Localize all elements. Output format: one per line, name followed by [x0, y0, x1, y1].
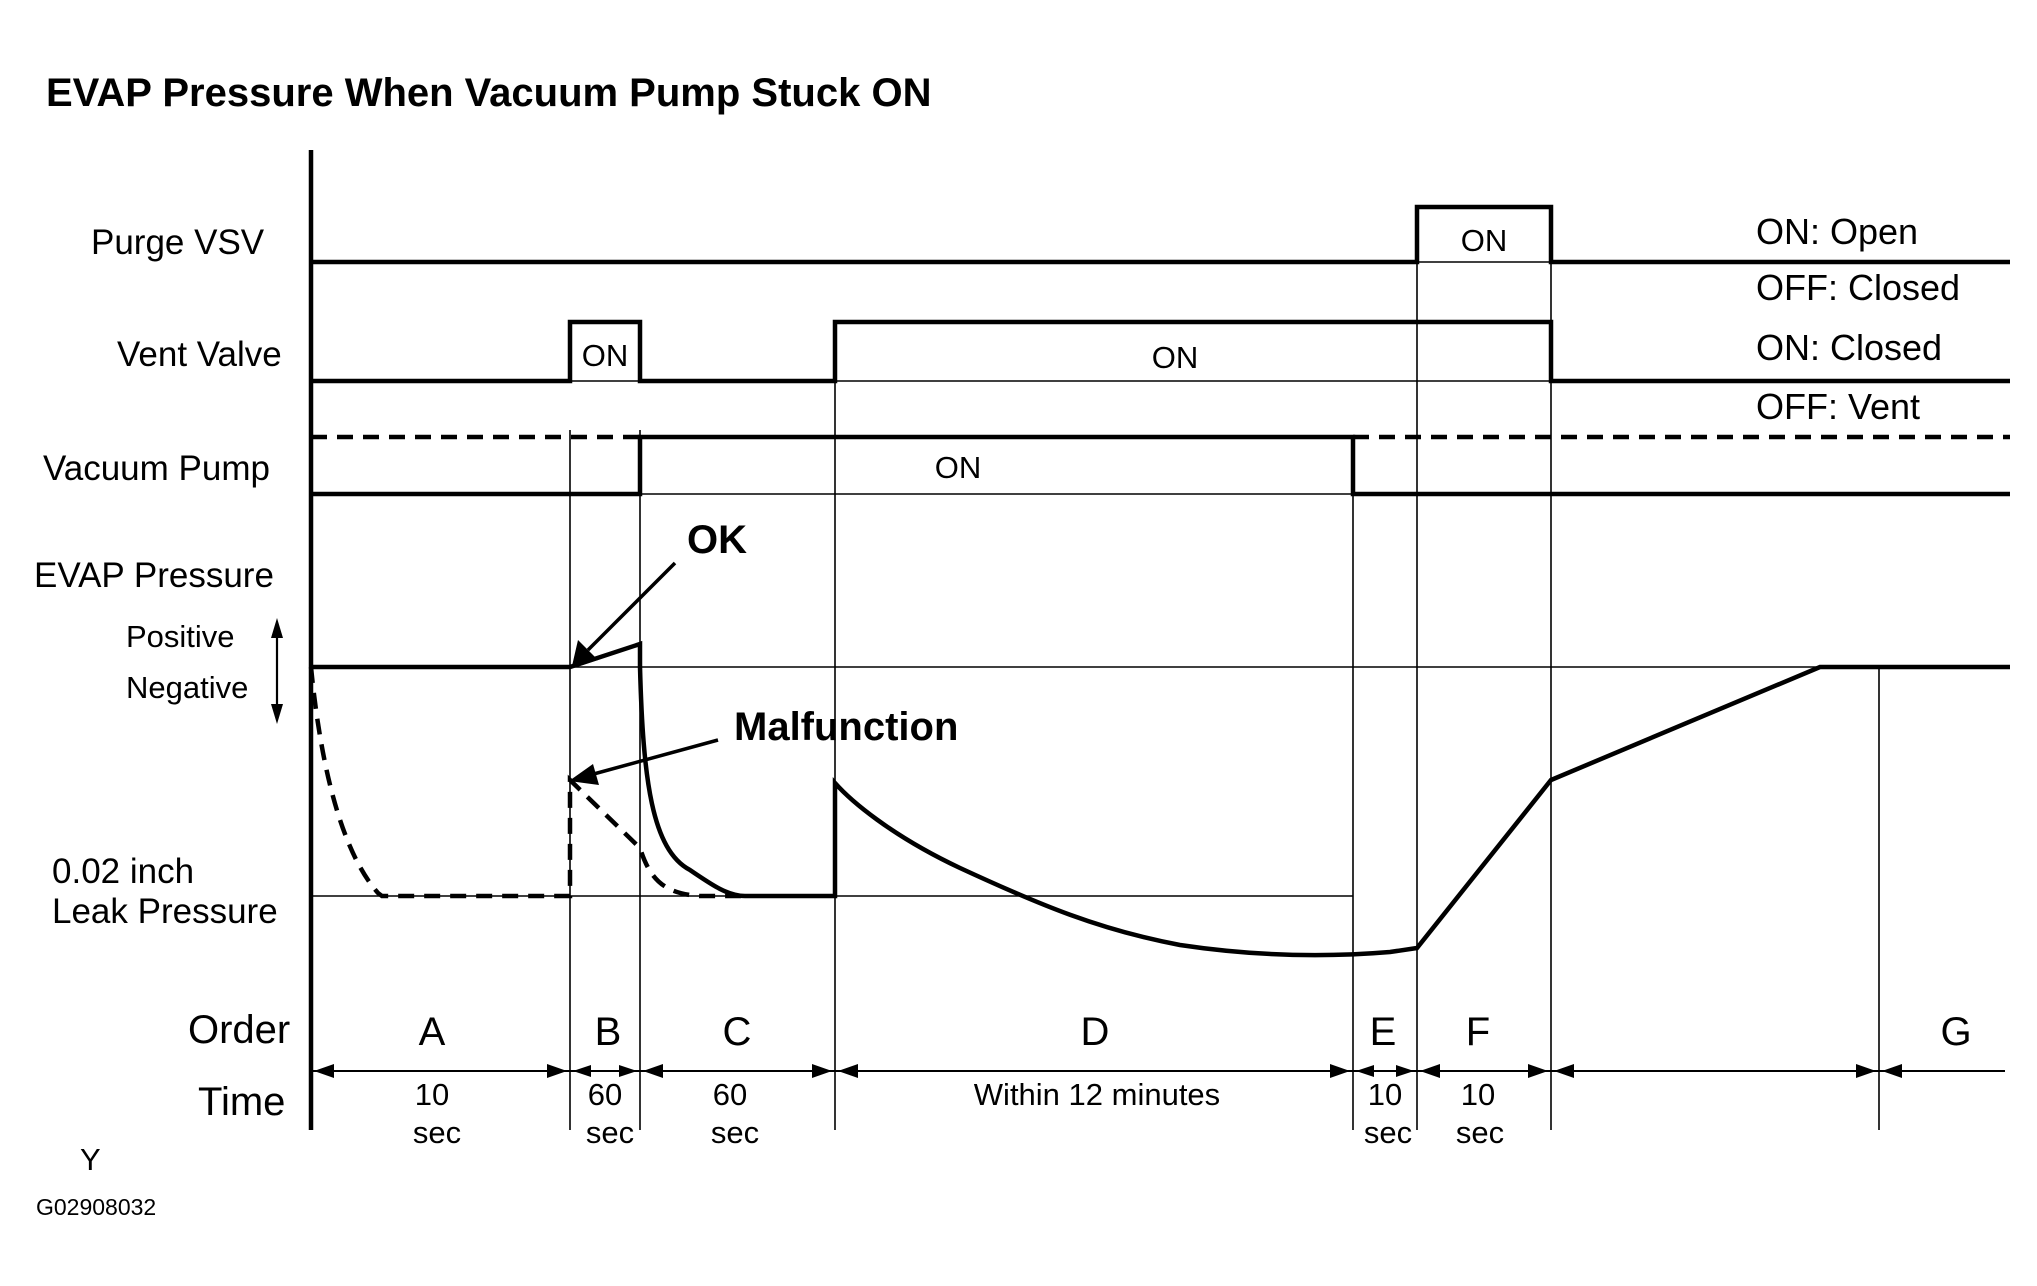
- vent-valve-on-d: ON: [1152, 340, 1199, 375]
- phase-E: E: [1370, 1010, 1397, 1054]
- purge-vsv-on: ON: [1461, 223, 1508, 258]
- duration-C-value: 60: [713, 1077, 747, 1112]
- evap-pressure-trace: [311, 640, 2010, 958]
- positive-negative-arrow-icon: [271, 618, 283, 724]
- duration-F-unit: sec: [1456, 1115, 1504, 1150]
- figure-code: G02908032: [36, 1194, 156, 1220]
- purge-vsv-signal: [311, 204, 2010, 265]
- phase-B: B: [595, 1010, 622, 1054]
- purge-vsv-label: Purge VSV: [91, 223, 265, 262]
- duration-B-value: 60: [588, 1077, 622, 1112]
- vent-legend-off: OFF: Vent: [1756, 386, 1920, 427]
- vent-valve-label: Vent Valve: [117, 335, 282, 374]
- footer-mark: Y: [80, 1142, 101, 1177]
- phase-A: A: [419, 1010, 446, 1054]
- vent-legend-on: ON: Closed: [1756, 327, 1942, 368]
- duration-E-value: 10: [1368, 1077, 1402, 1112]
- malfunction-callout: Malfunction: [734, 705, 958, 749]
- phase-F: F: [1466, 1010, 1490, 1054]
- purge-legend-on: ON: Open: [1756, 211, 1918, 252]
- leak-pressure-label-line1: 0.02 inch: [52, 852, 194, 891]
- order-label: Order: [188, 1008, 290, 1052]
- evap-pressure-malfunction-trace: [308, 666, 745, 899]
- duration-A-value: 10: [415, 1077, 449, 1112]
- duration-E-unit: sec: [1364, 1115, 1412, 1150]
- malfunction-arrow-icon: [569, 738, 719, 785]
- duration-F-value: 10: [1461, 1077, 1495, 1112]
- duration-arrows: [311, 1064, 2005, 1078]
- vent-valve-signal: [311, 319, 2010, 384]
- phase-boundaries: [569, 262, 1880, 1130]
- duration-D-value: Within 12 minutes: [974, 1077, 1220, 1112]
- duration-A-unit: sec: [413, 1115, 461, 1150]
- phase-C: C: [723, 1010, 752, 1054]
- positive-label: Positive: [126, 619, 235, 654]
- ok-callout: OK: [687, 518, 747, 562]
- vacuum-pump-on: ON: [935, 450, 982, 485]
- phase-G: G: [1940, 1010, 1971, 1054]
- negative-label: Negative: [126, 670, 248, 705]
- duration-B-unit: sec: [586, 1115, 634, 1150]
- vacuum-pump-signal: [311, 434, 2010, 497]
- time-label: Time: [198, 1080, 285, 1124]
- diagram-title: EVAP Pressure When Vacuum Pump Stuck ON: [46, 71, 931, 115]
- vent-valve-on-b: ON: [582, 338, 629, 373]
- duration-C-unit: sec: [711, 1115, 759, 1150]
- evap-pressure-label: EVAP Pressure: [34, 556, 274, 595]
- ok-arrow-icon: [572, 561, 677, 666]
- phase-D: D: [1081, 1010, 1110, 1054]
- vacuum-pump-label: Vacuum Pump: [43, 449, 270, 488]
- leak-pressure-label-line2: Leak Pressure: [52, 892, 278, 931]
- purge-legend-off: OFF: Closed: [1756, 267, 1960, 308]
